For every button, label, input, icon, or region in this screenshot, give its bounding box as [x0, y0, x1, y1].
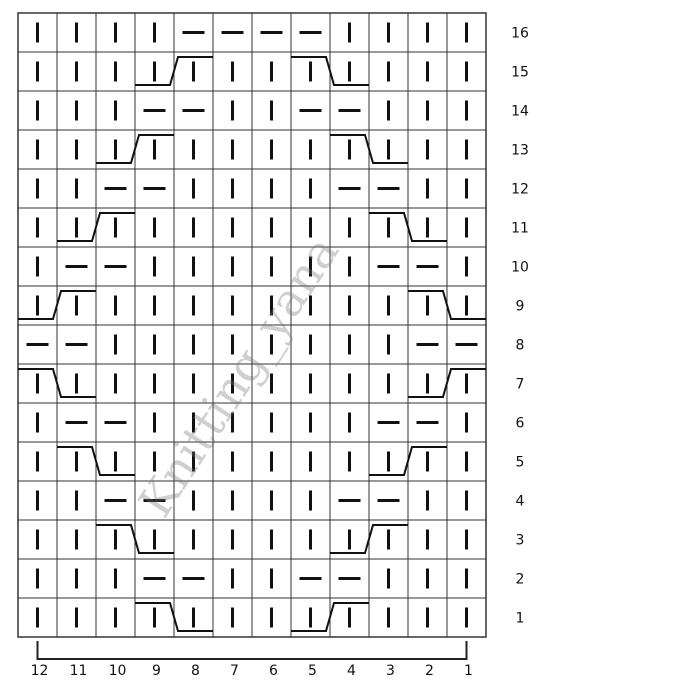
row-number: 10: [511, 260, 529, 276]
cable-left-line: [18, 368, 96, 398]
cable-crossings: [18, 56, 486, 632]
cable-left-line: [135, 56, 213, 86]
row-number: 15: [511, 65, 529, 81]
row-number: 14: [511, 104, 529, 120]
row-number: 5: [516, 455, 525, 471]
chart-grid: [17, 12, 487, 638]
cable-right-line: [291, 602, 369, 632]
cable-left-line: [96, 134, 174, 164]
row-number: 13: [511, 143, 529, 159]
column-number: 7: [230, 663, 239, 679]
column-number: 2: [425, 663, 434, 679]
row-number: 1: [516, 611, 525, 627]
cable-right-line: [408, 368, 486, 398]
column-number: 10: [109, 663, 127, 679]
column-number: 3: [386, 663, 395, 679]
column-number: 8: [191, 663, 200, 679]
row-number: 12: [511, 182, 529, 198]
row-number: 3: [516, 533, 525, 549]
row-number: 8: [516, 338, 525, 354]
row-number: 11: [511, 221, 529, 237]
row-number: 6: [516, 416, 525, 432]
column-number: 12: [31, 663, 49, 679]
cable-left-line: [57, 446, 135, 476]
row-number: 16: [511, 26, 529, 42]
cable-right-line: [369, 446, 447, 476]
column-number: 6: [269, 663, 278, 679]
repeat-bracket: [36, 641, 468, 660]
cable-right-line: [408, 290, 486, 320]
column-number: 4: [347, 663, 356, 679]
cable-left-line: [96, 524, 174, 554]
row-number: 2: [516, 572, 525, 588]
column-number: 5: [308, 663, 317, 679]
row-number: 7: [516, 377, 525, 393]
cable-left-line: [57, 212, 135, 242]
cable-left-line: [135, 602, 213, 632]
cable-right-line: [330, 524, 408, 554]
stitch-symbols: [26, 22, 478, 628]
row-number: 9: [516, 299, 525, 315]
column-number: 9: [152, 663, 161, 679]
cable-right-line: [369, 212, 447, 242]
cable-right-line: [291, 56, 369, 86]
column-number: 1: [464, 663, 473, 679]
row-number: 4: [516, 494, 525, 510]
column-numbers: 12 11 10 9 8 7 6 5 4 3 2 1: [31, 663, 473, 679]
column-number: 11: [70, 663, 88, 679]
cable-left-line: [18, 290, 96, 320]
cable-right-line: [330, 134, 408, 164]
